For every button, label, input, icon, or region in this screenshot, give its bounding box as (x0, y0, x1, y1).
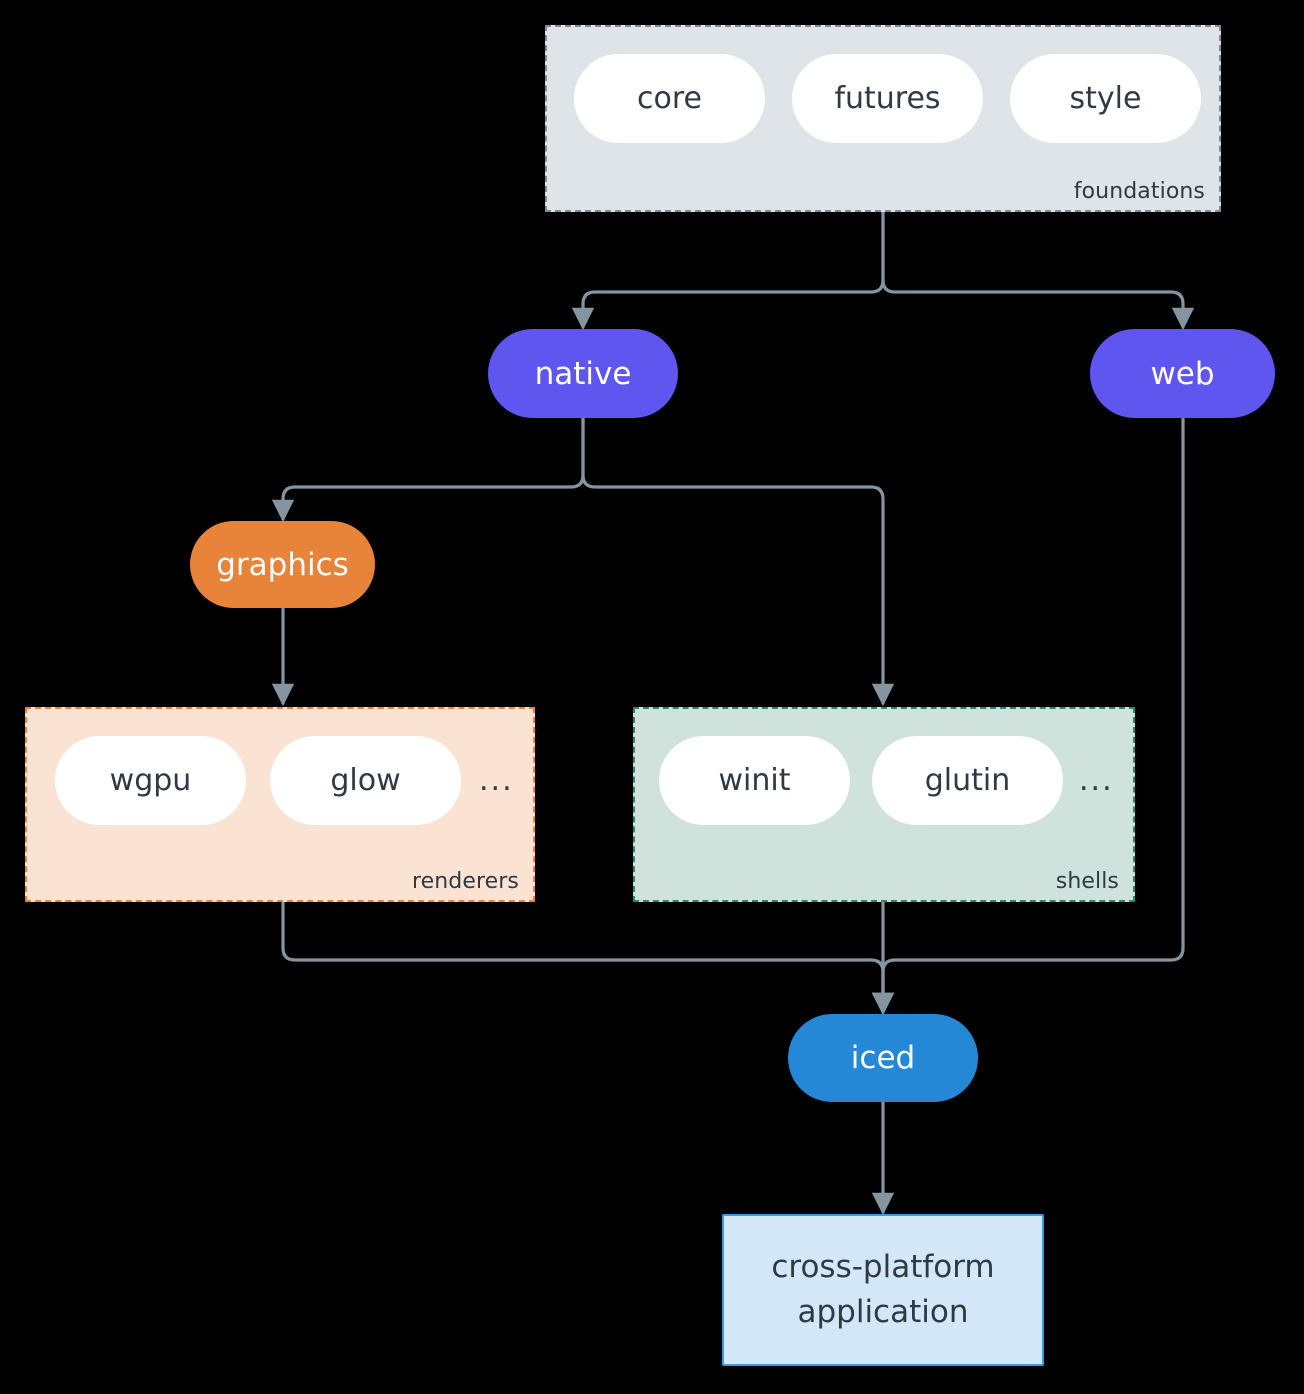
application-line-1: cross-platform (771, 1249, 995, 1286)
edge-foundations-to-web (881, 210, 1195, 331)
group-foundations: core futures style foundations (545, 25, 1221, 212)
pill-futures[interactable]: futures (792, 54, 983, 143)
node-native[interactable]: native (488, 329, 678, 418)
group-renderers: wgpu glow ... renderers (25, 707, 535, 902)
node-iced-label: iced (850, 1040, 916, 1076)
group-renderers-label: renderers (411, 869, 519, 894)
node-web-label: web (1150, 355, 1215, 392)
pill-glow[interactable]: glow (270, 736, 461, 825)
pill-core-label: core (637, 81, 702, 116)
node-graphics-label: graphics (216, 546, 349, 583)
group-shells: winit glutin ... shells (633, 707, 1135, 902)
pill-glow-label: glow (330, 763, 401, 798)
edge-renderers-to-iced (281, 900, 895, 1016)
group-foundations-label: foundations (1073, 179, 1205, 204)
pill-winit[interactable]: winit (659, 736, 850, 825)
renderers-more-indicator: ... (479, 762, 514, 798)
pill-wgpu[interactable]: wgpu (55, 736, 246, 825)
application-line-2: application (797, 1294, 969, 1330)
node-graphics[interactable]: graphics (190, 521, 375, 608)
pill-glutin-label: glutin (924, 763, 1011, 798)
application-text-block: cross-platform application (771, 1245, 994, 1335)
node-iced[interactable]: iced (788, 1014, 978, 1102)
group-shells-label: shells (1055, 869, 1119, 894)
pill-winit-label: winit (718, 763, 791, 798)
pill-wgpu-label: wgpu (109, 763, 192, 798)
pill-futures-label: futures (834, 81, 941, 116)
node-native-label: native (534, 355, 632, 392)
node-cross-platform-application[interactable]: cross-platform application (722, 1214, 1044, 1366)
edge-foundations-to-native (571, 210, 885, 331)
edge-native-to-shells (581, 416, 895, 707)
pill-style[interactable]: style (1010, 54, 1201, 143)
pill-style-label: style (1069, 81, 1142, 116)
pill-glutin[interactable]: glutin (872, 736, 1063, 825)
shells-more-indicator: ... (1079, 762, 1114, 798)
edge-native-to-graphics (271, 416, 585, 523)
pill-core[interactable]: core (574, 54, 765, 143)
node-web[interactable]: web (1090, 329, 1275, 418)
